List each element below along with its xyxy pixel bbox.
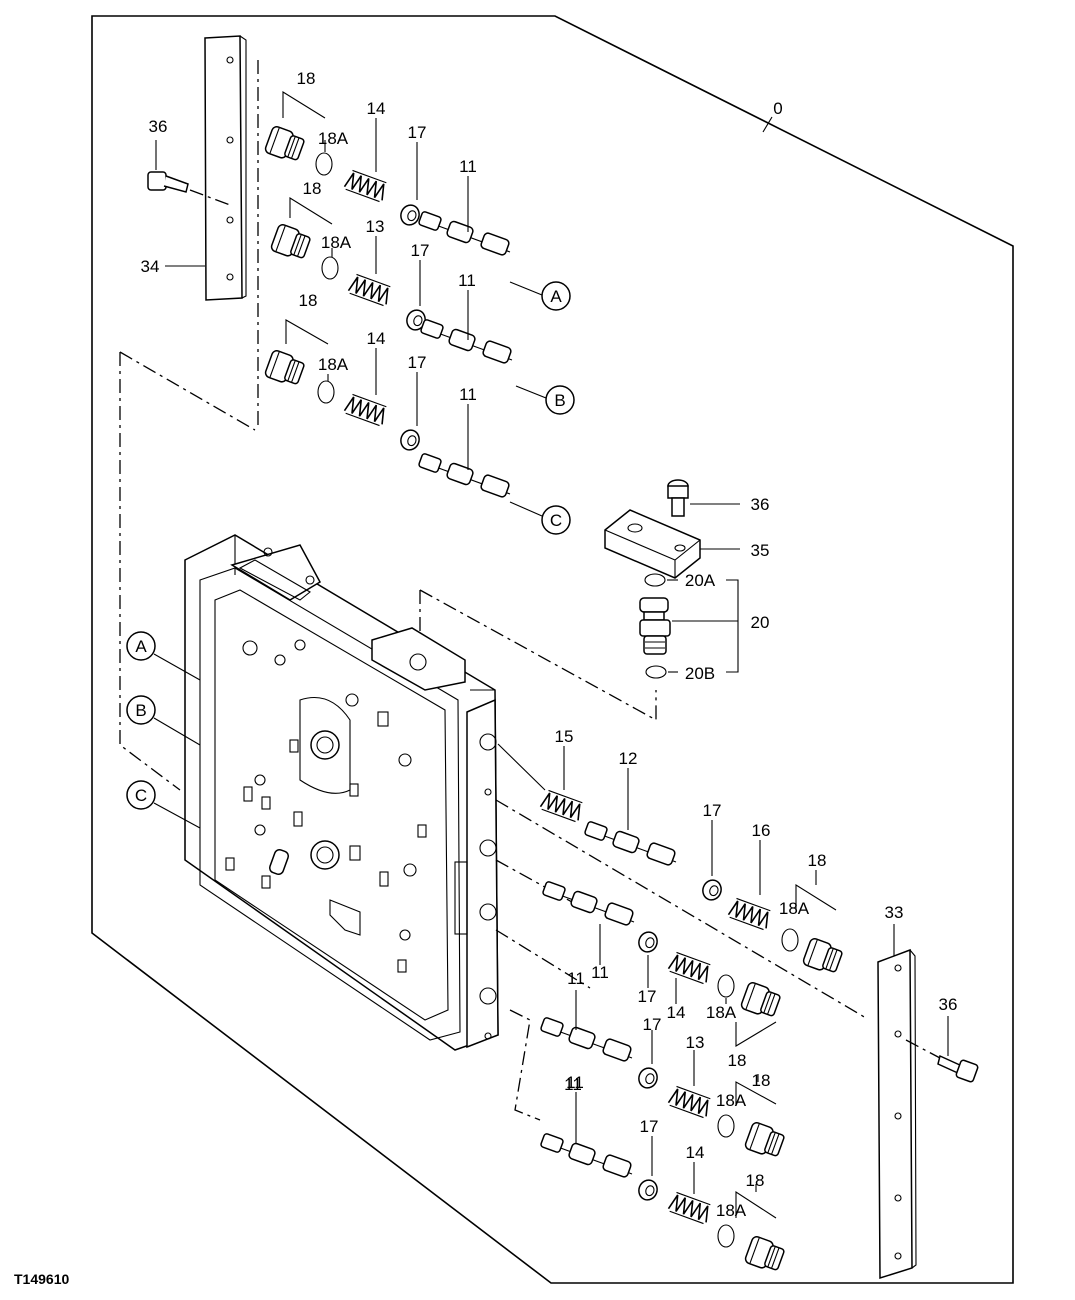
label-18a-r1: 18A [318, 129, 349, 148]
label-18-r3: 18 [299, 291, 318, 310]
label-20a: 20A [685, 571, 716, 590]
valve-body [184, 534, 499, 1051]
callout-leaders [153, 653, 201, 829]
label-11-r2: 11 [458, 271, 476, 290]
callout-c-top: C [550, 511, 562, 530]
label-17-b2: 17 [643, 1015, 662, 1034]
label-36-mid: 36 [751, 495, 770, 514]
label-35: 35 [751, 541, 770, 560]
label-36-top: 36 [149, 117, 168, 136]
label-11-b1b: 11 [591, 963, 609, 982]
label-14-r3: 14 [367, 329, 386, 348]
screw-36-mid [667, 479, 740, 517]
part-labels: 0 36 34 18 18A 14 17 11 18 18A 13 17 11 … [141, 69, 958, 1220]
row-2-parts [269, 197, 575, 415]
label-11-b2: 11 [566, 1073, 584, 1092]
leader-0 [762, 116, 773, 133]
label-17-r2: 17 [411, 241, 430, 260]
callout-a-left: A [135, 637, 147, 656]
label-17-r1: 17 [408, 123, 427, 142]
label-34: 34 [141, 257, 160, 276]
screw-36-top [147, 140, 231, 206]
figure-id: T149610 [14, 1271, 69, 1287]
row-3-parts [263, 319, 571, 535]
label-14-b3: 14 [686, 1143, 705, 1162]
callout-letters: A B C A B C [135, 287, 566, 805]
label-16: 16 [752, 821, 771, 840]
label-18a-p: 18A [779, 899, 810, 918]
label-18a-b3: 18A [716, 1201, 747, 1220]
label-18-r1: 18 [297, 69, 316, 88]
label-13-b2: 13 [686, 1033, 705, 1052]
label-18-p: 18 [808, 851, 827, 870]
label-18a-r3: 18A [318, 355, 349, 374]
label-18-b2: 18 [752, 1071, 771, 1090]
label-18a-b2: 18A [716, 1091, 747, 1110]
label-36-right: 36 [939, 995, 958, 1014]
plate-34 [165, 35, 247, 301]
label-20: 20 [751, 613, 770, 632]
label-17-p: 17 [703, 801, 722, 820]
plate-33 [877, 924, 917, 1280]
label-17-r3: 17 [408, 353, 427, 372]
screw-36-right [905, 1016, 979, 1083]
projection-line-top-left [119, 60, 259, 791]
label-0: 0 [773, 99, 782, 118]
cover-35 [604, 509, 740, 579]
label-11-r1: 11 [459, 157, 477, 176]
bottom-row-3-parts [539, 1092, 787, 1275]
bottom-row-1-parts [541, 880, 783, 1047]
label-17-b1: 17 [638, 987, 657, 1006]
label-17-b3: 17 [640, 1117, 659, 1136]
row-1-parts [263, 91, 571, 311]
label-12: 12 [619, 749, 638, 768]
label-11-r3: 11 [459, 385, 477, 404]
valve-20 [639, 573, 739, 679]
label-13-r2: 13 [366, 217, 385, 236]
label-11-b1a: 11 [567, 969, 585, 988]
label-15: 15 [555, 727, 574, 746]
label-14-b1: 14 [667, 1003, 686, 1022]
label-18-r2: 18 [303, 179, 322, 198]
label-18-b1: 18 [728, 1051, 747, 1070]
callout-b-left: B [135, 701, 146, 720]
label-14-r1: 14 [367, 99, 386, 118]
label-18a-b1: 18A [706, 1003, 737, 1022]
right-upper-parts [497, 743, 845, 977]
label-11-b3: 11 [564, 1075, 582, 1094]
label-18-b3: 18 [746, 1171, 765, 1190]
callout-c-left: C [135, 786, 147, 805]
label-18a-r2: 18A [321, 233, 352, 252]
callout-b-top: B [554, 391, 565, 410]
bottom-row-2-parts [539, 990, 787, 1161]
assembly-frame [91, 15, 1014, 1284]
label-33: 33 [885, 903, 904, 922]
callout-a-top: A [550, 287, 562, 306]
label-20b: 20B [685, 664, 715, 683]
